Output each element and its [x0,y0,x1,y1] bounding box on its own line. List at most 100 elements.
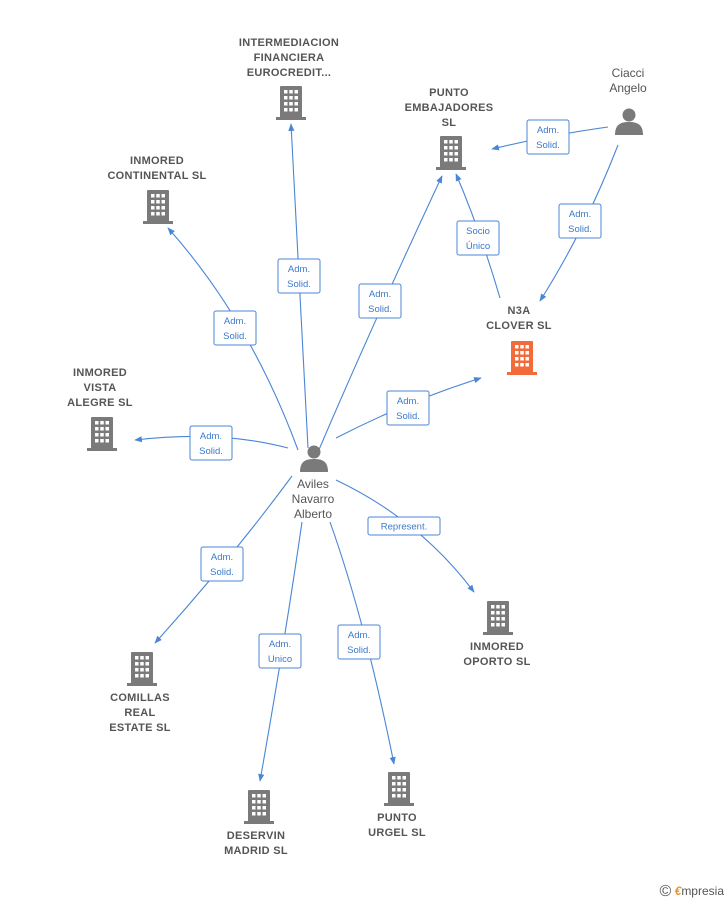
node-label: Aviles [297,477,329,491]
node-label: MADRID SL [224,845,288,857]
node-punto-embajadores[interactable]: PUNTO EMBAJADORES SL [405,87,494,170]
relation-label-text: Adm. [348,630,370,641]
node-inmored-vista[interactable]: INMORED VISTA ALEGRE SL [67,367,133,451]
node-label: EMBAJADORES [405,102,494,114]
relation-label-text: Adm. [569,209,591,220]
brand-name: mpresia [681,884,724,899]
nodes-layer: INTERMEDIACION FINANCIERA EUROCREDIT... PUN… [67,37,647,857]
relation-label-text: Adm. [211,552,233,563]
relation-label-text: Único [466,241,490,252]
node-label: Ciacci [612,66,645,80]
node-label: PUNTO [429,87,469,99]
node-label: Angelo [609,81,647,95]
building-icon [483,601,513,635]
relation-label-text: Adm. [397,396,419,407]
relation-label-text: Adm. [224,316,246,327]
node-punto-urgel[interactable]: PUNTO URGEL SL [368,772,426,839]
node-label: ALEGRE SL [67,397,133,409]
relation-label[interactable]: Adm. Solid. [386,390,430,426]
brand-initial: € [674,884,682,899]
node-label: SL [442,117,457,129]
relation-label[interactable]: Adm. Solid. [558,203,602,239]
relation-label-text: Adm. [269,639,291,650]
relation-label-box [358,283,402,319]
node-deservin[interactable]: DESERVIN MADRID SL [224,790,288,857]
relation-label-text: Solid. [536,140,560,151]
relation-label[interactable]: Adm. Solid. [277,258,321,294]
building-icon [143,190,173,224]
building-icon [436,136,466,170]
node-inmored-continental[interactable]: INMORED CONTINENTAL SL [107,155,206,224]
relation-label[interactable]: Adm. Solid. [358,283,402,319]
person-icon [300,445,328,472]
relation-label-box [213,310,257,346]
relation-label-box [456,220,500,256]
building-icon [276,86,306,120]
relation-label-box [189,425,233,461]
person-icon [615,108,643,135]
node-label: INMORED [470,641,524,653]
relation-label-box [337,624,381,660]
relation-label[interactable]: Adm. Solid. [189,425,233,461]
relation-label-text: Adm. [537,125,559,136]
node-label: COMILLAS [110,692,170,704]
relation-label-box [558,203,602,239]
edge-aviles-to-inmored-oporto [335,479,475,593]
relation-label-text: Solid. [287,279,311,290]
relation-label[interactable]: Represent. [367,516,441,536]
building-icon [244,790,274,824]
node-inmored-oporto[interactable]: INMORED OPORTO SL [463,601,530,668]
relation-label[interactable]: Adm. Solid. [200,546,244,582]
relation-label-box [258,633,302,669]
relation-label-text: Adm. [200,431,222,442]
node-label: ESTATE SL [109,722,171,734]
relation-label-text: Adm. [288,264,310,275]
relation-label-box [367,516,441,536]
relation-label-text: Solid. [368,304,392,315]
relation-label-text: Solid. [396,411,420,422]
node-label: INMORED [130,155,184,167]
relation-label-box [526,119,570,155]
node-label: URGEL SL [368,827,426,839]
building-icon [384,772,414,806]
relation-label-text: Adm. [369,289,391,300]
node-comillas[interactable]: COMILLAS REAL ESTATE SL [109,652,171,734]
relation-label-box [200,546,244,582]
relation-label-text: Solid. [347,645,371,656]
building-icon [127,652,157,686]
node-label: INTERMEDIACION [239,37,339,49]
node-label: INMORED [73,367,127,379]
node-label: CLOVER SL [486,320,552,332]
node-label: VISTA [83,382,116,394]
relation-label[interactable]: Adm. Solid. [526,119,570,155]
relation-label-box [277,258,321,294]
node-label: CONTINENTAL SL [107,170,206,182]
node-label: REAL [124,707,155,719]
edge-labels-layer: Adm. Solid. Adm. Solid. Adm. Solid. Adm. Solid.… [189,119,602,669]
relation-label-text: Socio [466,226,490,237]
relation-label[interactable]: Adm.Solid. [213,310,257,346]
node-label: Alberto [294,507,332,521]
node-label: FINANCIERA [254,52,325,64]
node-label: Navarro [292,492,335,506]
relation-label[interactable]: Adm. Unico [258,633,302,669]
relation-label-text: Unico [268,654,292,665]
relation-label[interactable]: Adm. Solid. [337,624,381,660]
building-icon [87,417,117,451]
relation-label-text: Solid. [210,567,234,578]
relation-label-text: Solid. [568,224,592,235]
node-intermediacion[interactable]: INTERMEDIACION FINANCIERA EUROCREDIT... [239,37,339,120]
footer-brand[interactable]: © €mpresia [659,883,724,901]
node-label: OPORTO SL [463,656,530,668]
node-label: PUNTO [377,812,417,824]
relation-label-text: Represent. [381,522,427,533]
relation-label-box [386,390,430,426]
node-label: DESERVIN [227,830,285,842]
node-label: EUROCREDIT... [247,67,332,79]
relation-label-text: Solid. [199,446,223,457]
